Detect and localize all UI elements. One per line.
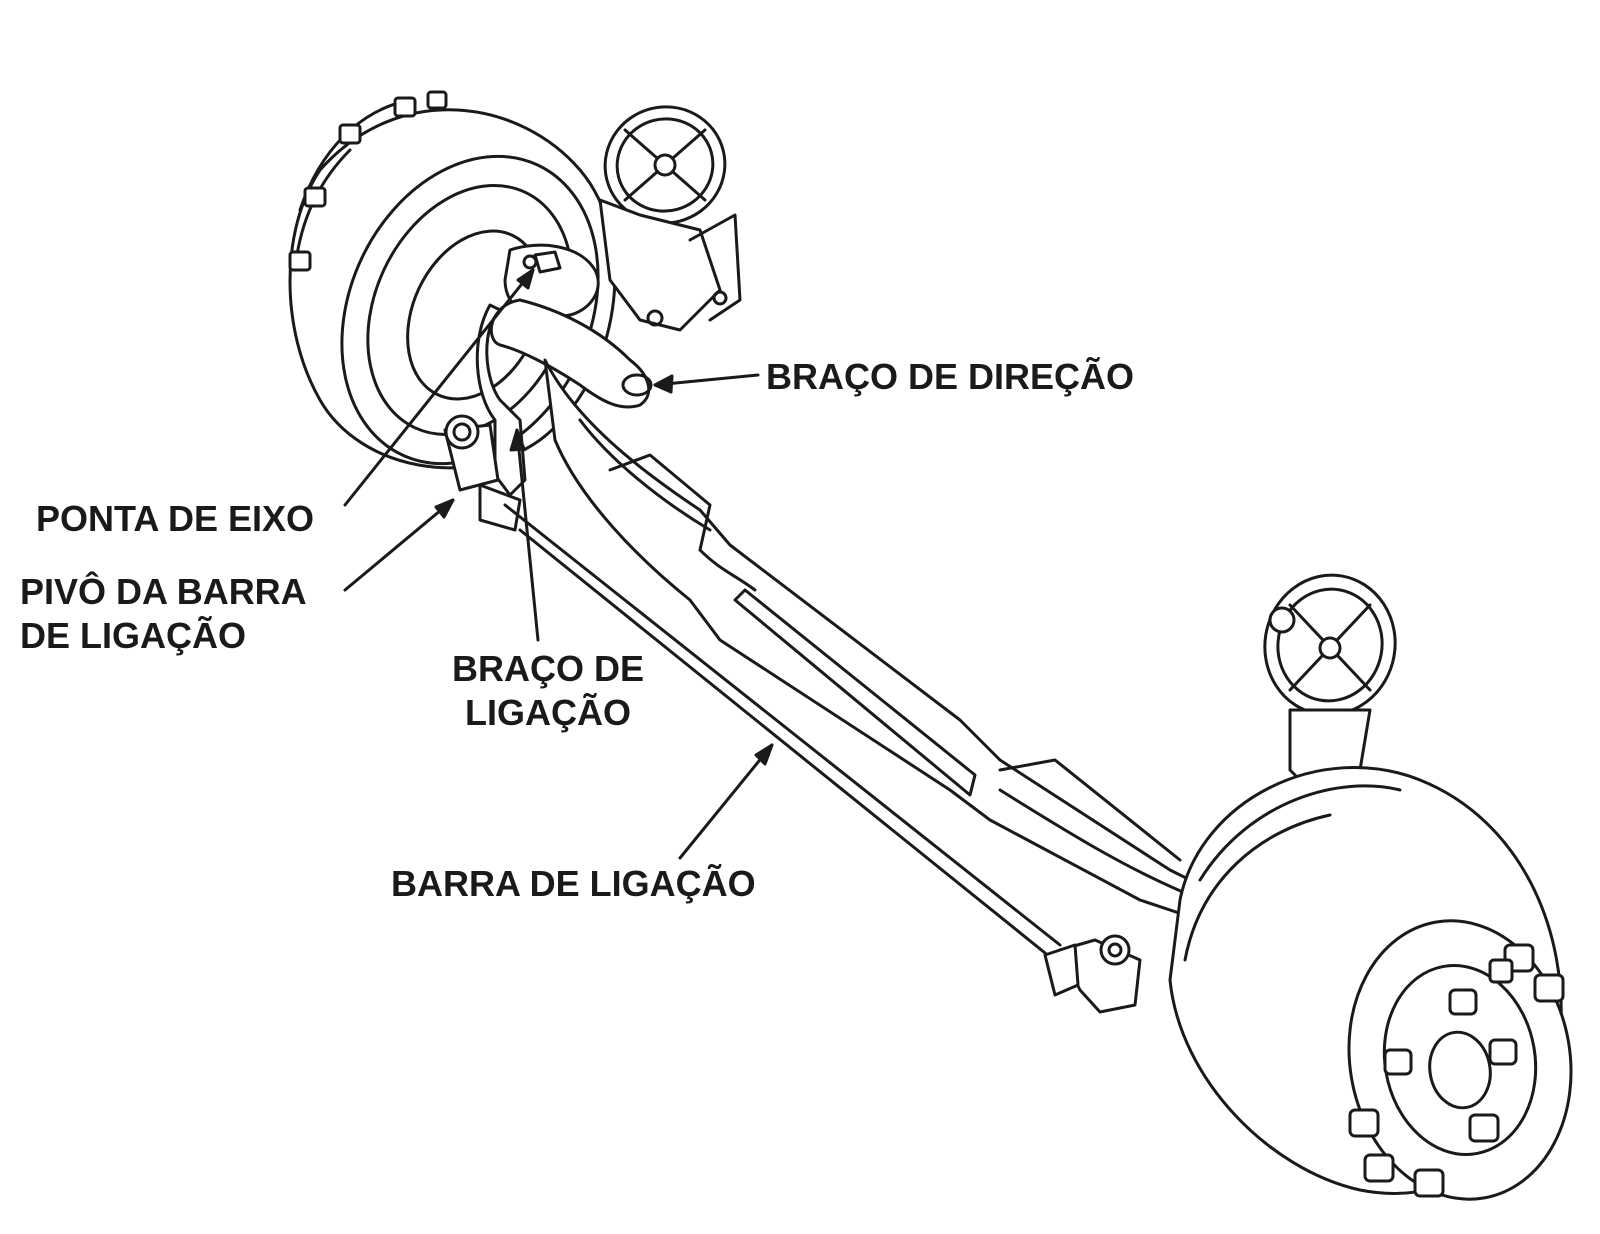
label-text: BARRA DE LIGAÇÃO: [391, 863, 756, 904]
tie-rod: [503, 503, 1062, 967]
label-text-line-2: DE LIGAÇÃO: [20, 615, 247, 656]
right-brake-drum: [1168, 765, 1573, 1201]
left-brake-chamber: [598, 105, 742, 332]
label-ponta-de-eixo: PONTA DE EIXO: [36, 497, 314, 541]
right-tie-rod-end: [1043, 934, 1142, 1014]
label-text-line-1: PIVÔ DA BARRA: [20, 571, 307, 612]
label-text-line-2: LIGAÇÃO: [465, 692, 631, 733]
label-text: PONTA DE EIXO: [36, 498, 315, 539]
leader-lines: [343, 268, 774, 860]
label-braco-de-direcao: BRAÇO DE DIREÇÃO: [766, 355, 1134, 399]
label-barra-de-ligacao: BARRA DE LIGAÇÃO: [391, 862, 756, 906]
left-wheel-studs: [288, 90, 448, 272]
label-text: BRAÇO DE DIREÇÃO: [766, 356, 1135, 397]
steering-arm: [489, 298, 653, 409]
left-brake-drum: [288, 98, 617, 470]
right-wheel-nuts: [1348, 943, 1565, 1198]
left-tie-rod-end: [443, 414, 522, 532]
axle-beam: [543, 358, 1212, 922]
label-braco-de-ligacao: BRAÇO DE LIGAÇÃO: [452, 647, 644, 735]
label-text-line-1: BRAÇO DE: [452, 648, 645, 689]
label-pivo-da-barra-de-ligacao: PIVÔ DA BARRA DE LIGAÇÃO: [20, 570, 307, 658]
